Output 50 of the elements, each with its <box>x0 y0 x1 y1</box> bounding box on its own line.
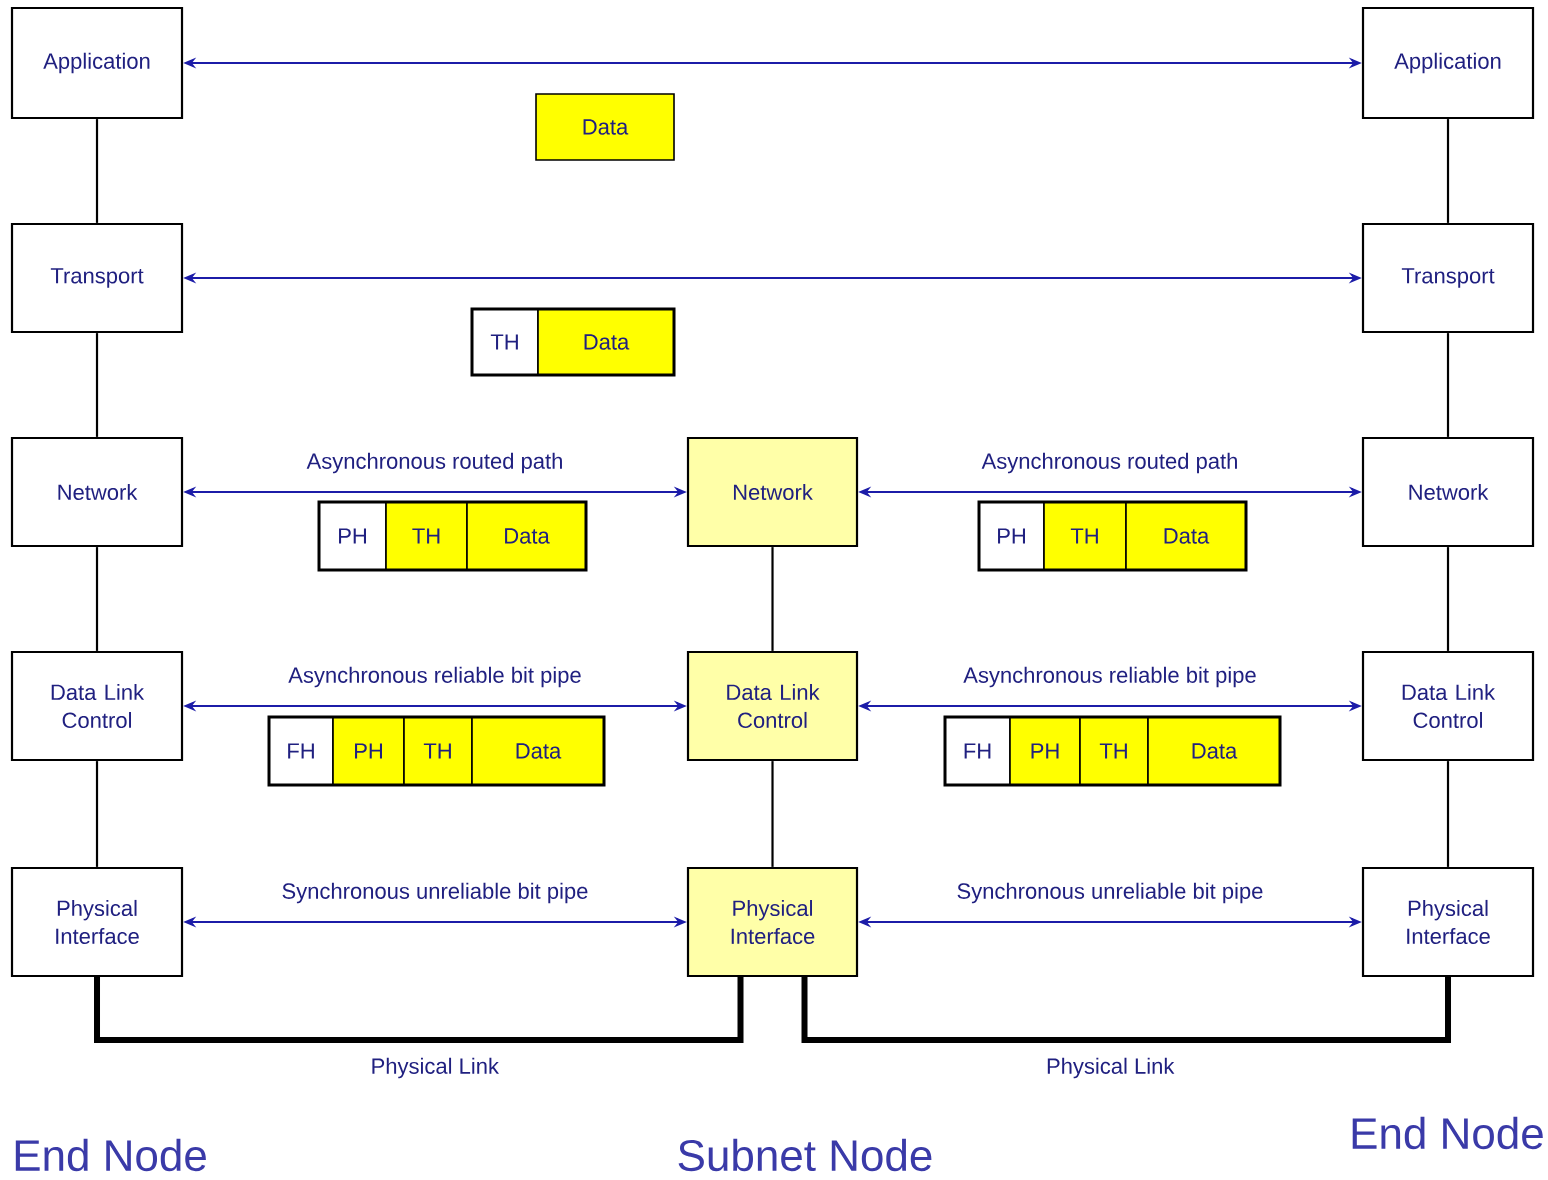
connector-line <box>1446 547 1450 651</box>
connector-line <box>1446 761 1450 867</box>
edge-label: Synchronous unreliable bit pipe <box>280 881 590 905</box>
layer-box: Data Link Control <box>686 650 859 762</box>
packet-field: TH <box>1079 716 1149 786</box>
physical-link <box>801 977 1451 1044</box>
node-title: End Node <box>15 1138 206 1172</box>
node-title: End Node <box>1352 1116 1543 1150</box>
packet-field: FH <box>268 716 334 786</box>
connector-line <box>95 761 99 867</box>
connector-line <box>771 547 774 651</box>
edge-label: Asynchronous reliable bit pipe <box>962 665 1258 689</box>
packet-field: TH <box>385 501 468 571</box>
layer-box: Transport <box>1361 222 1535 334</box>
edge-label: Physical Link <box>1045 1056 1176 1080</box>
edge-label: Asynchronous routed path <box>305 451 565 475</box>
packet-field: TH <box>403 716 473 786</box>
layer-box: Data Link Control <box>1361 650 1535 762</box>
layer-box: Network <box>10 436 184 548</box>
packet-field: Data <box>537 308 675 376</box>
connector-line <box>95 333 99 437</box>
connector-line <box>771 761 774 867</box>
packet-field: Data <box>466 501 587 571</box>
layer-box: Network <box>1361 436 1535 548</box>
connector-line <box>95 119 99 223</box>
packet-field: Data <box>1125 501 1247 571</box>
packet-field: Data <box>471 716 605 786</box>
connector-line <box>95 547 99 651</box>
layer-box: Network <box>686 436 859 548</box>
node-title: Subnet Node <box>678 1138 932 1172</box>
layer-box: Application <box>10 6 184 120</box>
layer-box: Application <box>1361 6 1535 120</box>
layer-box: Transport <box>10 222 184 334</box>
packet-field: PH <box>332 716 405 786</box>
physical-link <box>94 977 744 1044</box>
packet-field: TH <box>1043 501 1127 571</box>
packet-field: TH <box>471 308 539 376</box>
edge-label: Synchronous unreliable bit pipe <box>955 881 1265 905</box>
layer-box: Physical Interface <box>1361 866 1535 978</box>
packet-field: Data <box>535 93 675 161</box>
edge-label: Physical Link <box>369 1056 500 1080</box>
edge-label: Asynchronous reliable bit pipe <box>287 665 583 689</box>
layer-box: Data Link Control <box>10 650 184 762</box>
packet-field: PH <box>1009 716 1081 786</box>
packet-field: Data <box>1147 716 1281 786</box>
layer-box: Physical Interface <box>686 866 859 978</box>
connector-line <box>1446 119 1450 223</box>
layer-box: Physical Interface <box>10 866 184 978</box>
edge-label: Asynchronous routed path <box>980 451 1240 475</box>
connector-line <box>1446 333 1450 437</box>
